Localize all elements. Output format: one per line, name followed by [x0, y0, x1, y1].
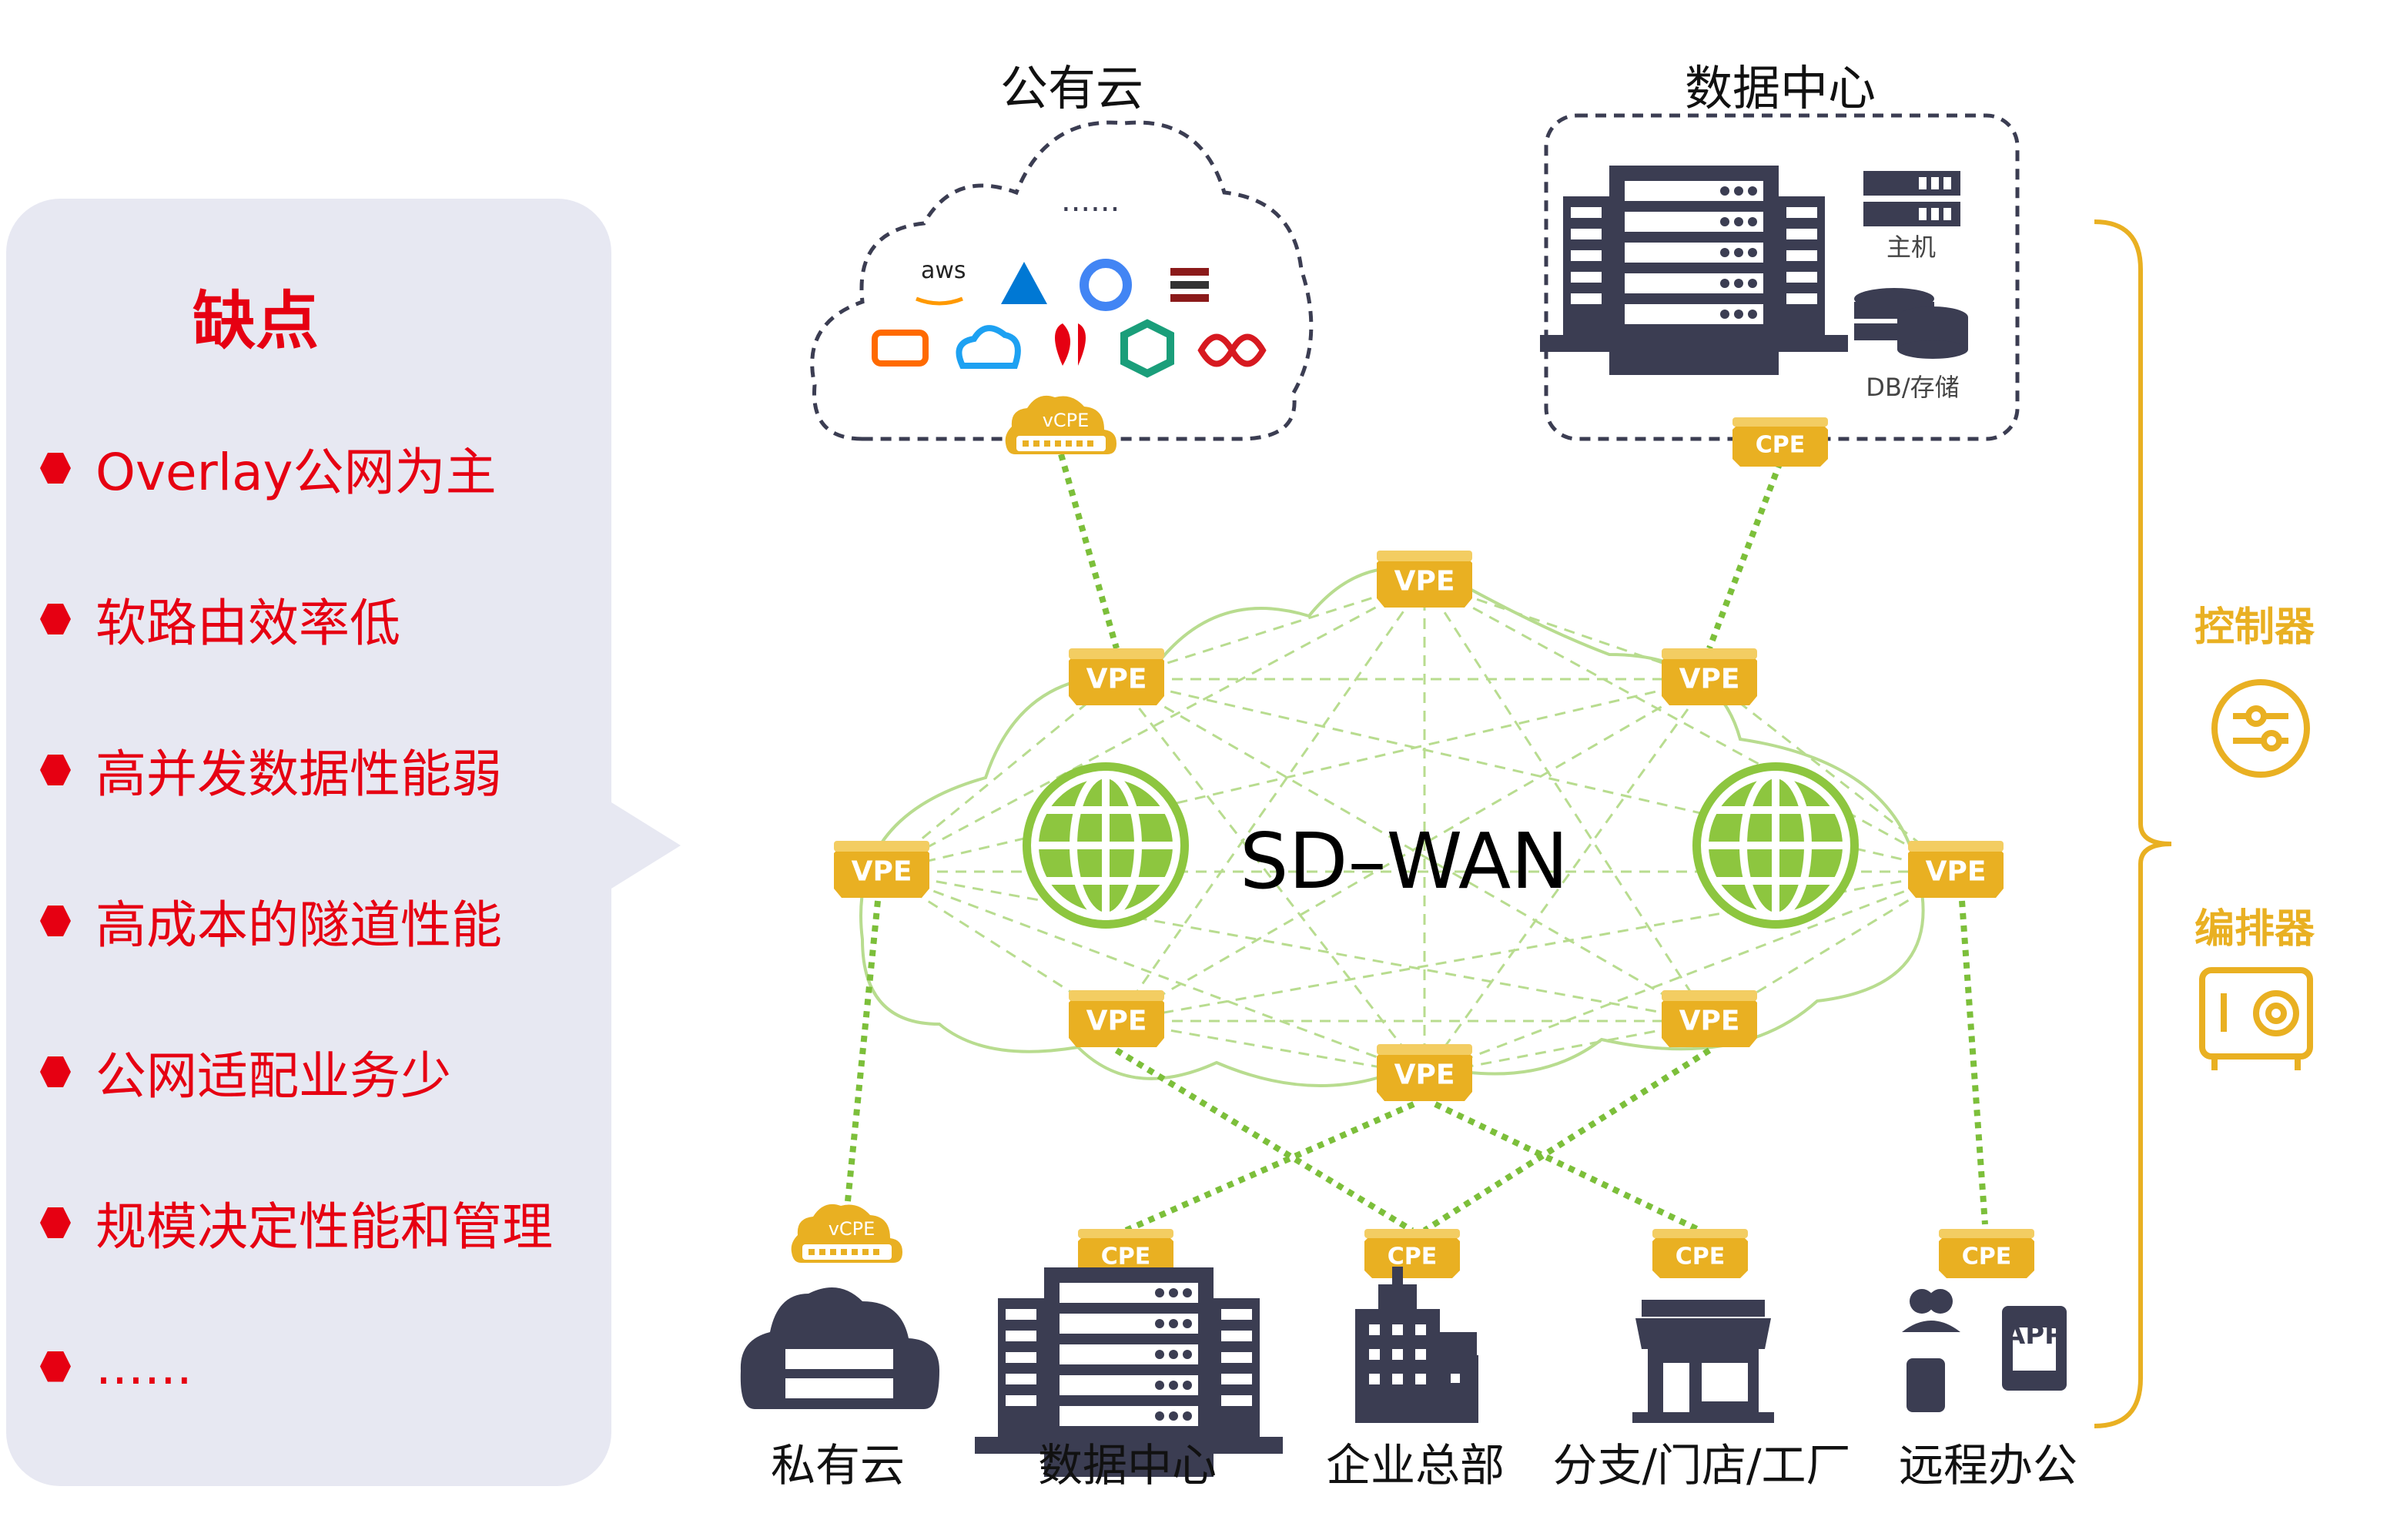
- aws-logo-text: aws: [921, 257, 966, 284]
- aws-logo: [916, 296, 963, 306]
- cpe-label: CPE: [1675, 1243, 1726, 1270]
- datacenter-label: 数据中心: [1037, 1439, 1217, 1491]
- drawback-item: Overlay公网为主: [40, 431, 497, 505]
- vpe-label: VPE: [1086, 1005, 1147, 1037]
- public-cloud-title: 公有云: [999, 60, 1144, 116]
- headquarters-label: 企业总部: [1325, 1439, 1505, 1491]
- cpe-label: CPE: [1961, 1243, 2012, 1270]
- google-cloud-logo: [1080, 259, 1132, 311]
- drawback-item: 软路由效率低: [40, 582, 400, 656]
- controller-label: 控制器: [2194, 604, 2315, 651]
- app-label: APP: [2004, 1320, 2064, 1351]
- vpe-label: VPE: [851, 855, 912, 888]
- branch-label: 分支/门店/工厂: [1552, 1439, 1851, 1491]
- drawback-item: 高并发数据性能弱: [40, 733, 502, 807]
- datacenter-server-icon: [1540, 166, 1848, 375]
- ctyun-logo: [1120, 319, 1174, 378]
- panel-pointer: [611, 802, 681, 889]
- vpe-label: VPE: [1679, 1005, 1740, 1037]
- database-icon: [1854, 288, 1968, 359]
- datacenter-title: 数据中心: [1684, 60, 1876, 116]
- azure-logo: [1001, 262, 1047, 304]
- remote-office-label: 远程办公: [1898, 1439, 2078, 1491]
- alibaba-cloud-logo: [872, 330, 929, 367]
- access-links: [844, 453, 1988, 1234]
- vpe-label: VPE: [1925, 855, 1987, 888]
- host-label: 主机: [1886, 233, 1937, 262]
- cpe-label: CPE: [1387, 1243, 1438, 1270]
- tencent-cloud-logo: [956, 325, 1021, 369]
- private-cloud-label: 私有云: [770, 1439, 906, 1491]
- datacenter-outline: [1544, 113, 2020, 441]
- panel-title: 缺点: [192, 285, 320, 358]
- branch-store-icon: [1632, 1300, 1774, 1423]
- cpe-label: CPE: [1755, 431, 1806, 459]
- vcpe-label: vCPE: [828, 1218, 875, 1240]
- vcpe-label: vCPE: [1042, 410, 1090, 431]
- bullet-icon: [40, 604, 71, 634]
- host-icon: [1863, 171, 1960, 226]
- controller-icon: [2211, 679, 2310, 778]
- drawback-item: 规模决定性能和管理: [40, 1186, 553, 1260]
- db-label: DB/存储: [1866, 373, 1960, 402]
- public-cloud-outline: [810, 120, 1314, 441]
- huawei-cloud-logo: [1055, 323, 1086, 366]
- control-bracket: [2094, 219, 2172, 1428]
- drawbacks-panel: [6, 199, 611, 1486]
- drawback-item: ......: [40, 1337, 192, 1396]
- more-ellipsis: ......: [1061, 183, 1120, 219]
- oracle-logo: [1170, 268, 1209, 302]
- drawback-item: 公网适配业务少: [40, 1035, 451, 1109]
- bullet-icon: [40, 755, 71, 785]
- orchestrator-icon: [2199, 967, 2313, 1070]
- private-cloud-icon: [740, 1287, 939, 1409]
- globe-icon-left: [1023, 762, 1189, 929]
- sdwan-title: SD–WAN: [1240, 816, 1569, 906]
- cloud-logos: [872, 259, 1267, 378]
- bullet-icon: [40, 453, 71, 484]
- headquarters-building-icon: [1355, 1267, 1478, 1423]
- vpe-label: VPE: [1394, 1059, 1455, 1091]
- drawback-item: 高成本的隧道性能: [40, 884, 502, 958]
- remote-office-icon: [1902, 1289, 2067, 1412]
- orchestrator-label: 编排器: [2194, 906, 2315, 952]
- vpe-label: VPE: [1394, 565, 1455, 598]
- cpe-label: CPE: [1100, 1243, 1151, 1270]
- globe-icon-right: [1692, 762, 1859, 929]
- chinanet-logo: [1197, 333, 1267, 367]
- vpe-label: VPE: [1679, 663, 1740, 695]
- vpe-label: VPE: [1086, 663, 1147, 695]
